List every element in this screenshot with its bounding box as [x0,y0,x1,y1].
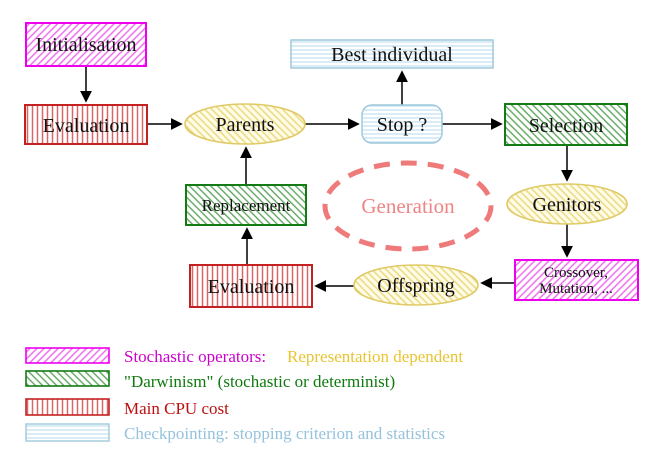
legend-swatch-checkpointing [25,423,110,442]
node-initialisation-label: Initialisation [35,34,136,56]
node-initialisation-box [25,22,147,67]
node-offspring-ellipse [353,264,479,306]
node-evaluation-bottom-label: Evaluation [208,276,295,298]
legend-label-darwinism: "Darwinism" (stochastic or determinist) [124,372,395,391]
generation-label: Generation [361,194,455,218]
generation-loop-ellipse [322,160,494,252]
node-offspring-label: Offspring [377,275,454,297]
node-stop-box [361,104,443,144]
legend-swatch-main-cpu-cost [25,398,110,416]
legend-label-checkpointing: Checkpointing: stopping criterion and st… [124,424,445,443]
node-best-individual-label: Best individual [331,44,453,66]
node-parents-ellipse [184,103,306,145]
node-parents-label: Parents [216,114,275,136]
legend-swatch-darwinism [25,370,110,387]
nodes-group: Initialisation Evaluation Parents Best i… [24,22,639,308]
node-stop-label: Stop ? [377,114,428,136]
legend-label-stochastic-operators: Stochastic operators: [124,347,266,366]
node-evaluation-bottom-box [189,264,313,308]
node-crossover-mutation-box [514,259,639,301]
node-genitors-label: Genitors [533,194,602,216]
legend: Stochastic operators: Representation dep… [25,347,463,443]
legend-swatch-stochastic-operators [25,347,110,364]
node-replacement-label: Replacement [202,196,291,215]
node-evaluation-top-box [24,104,148,145]
node-selection-label: Selection [529,115,603,137]
node-selection-box [504,103,628,146]
node-mutation-label: Mutation, ... [539,281,613,297]
legend-label-main-cpu-cost: Main CPU cost [124,399,229,418]
node-evaluation-top-label: Evaluation [43,115,130,137]
node-crossover-label: Crossover, [544,265,608,281]
node-best-individual-box [290,39,494,69]
node-replacement-box [185,184,307,226]
arrows-group [80,66,573,292]
legend-label-representation-dependent: Representation dependent [287,347,463,366]
node-genitors-ellipse [506,183,628,225]
